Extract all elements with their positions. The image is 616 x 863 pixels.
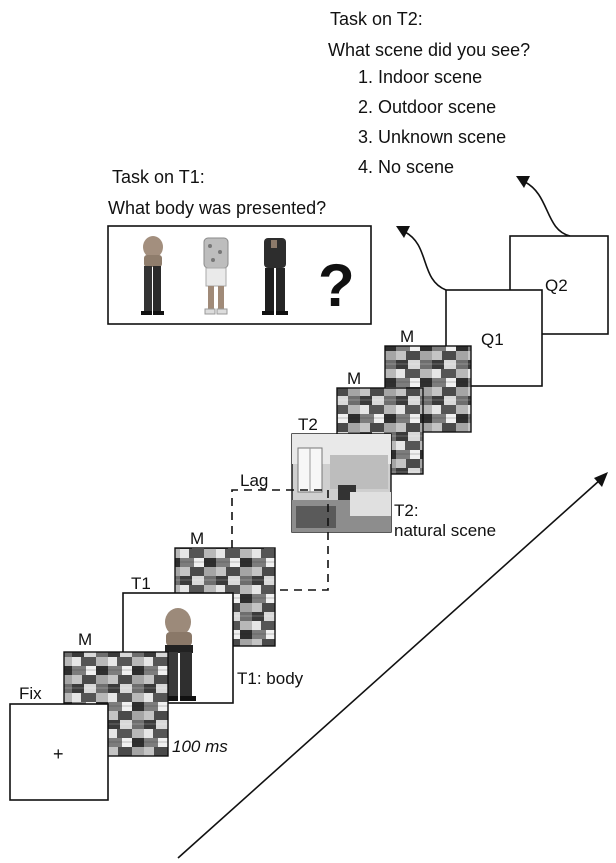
body-option-1-icon xyxy=(141,236,164,315)
time-arrow xyxy=(177,472,608,859)
task-t2-option-4: 4. No scene xyxy=(358,157,454,177)
task-t2-option-3: 3. Unknown scene xyxy=(358,127,506,147)
task-t2-option-1: 1. Indoor scene xyxy=(358,67,482,87)
body-option-2-icon xyxy=(203,237,229,315)
frame-mask1-label: M xyxy=(78,630,92,649)
lag-placeholder xyxy=(231,489,329,591)
task-t2-question: What scene did you see? xyxy=(328,40,530,60)
arrow-q1-to-task1 xyxy=(396,226,447,291)
unknown-body-mark: ? xyxy=(318,252,355,319)
frame-mask2-label: M xyxy=(190,529,204,548)
fixation-cross: + xyxy=(53,744,64,764)
frame-t1-label: T1 xyxy=(131,574,151,593)
frame-t1-caption: T1: body xyxy=(237,669,304,688)
frame-mask4-label: M xyxy=(400,327,414,346)
frame-fix xyxy=(9,703,109,801)
task-t1-heading: Task on T1: xyxy=(112,167,205,187)
frame-fix-label: Fix xyxy=(19,684,42,703)
body-option-3-icon xyxy=(262,238,288,315)
frame-t2-scene xyxy=(291,433,392,533)
arrow-q2-to-task2 xyxy=(516,176,571,237)
frame-q2-label: Q2 xyxy=(545,276,568,295)
frame-t2-caption-line2: natural scene xyxy=(394,521,496,540)
duration-label: 100 ms xyxy=(172,737,228,756)
task-t2-option-2: 2. Outdoor scene xyxy=(358,97,496,117)
frame-t2-caption-line1: T2: xyxy=(394,501,419,520)
frame-t2-label: T2 xyxy=(298,415,318,434)
task-t1-question: What body was presented? xyxy=(108,198,326,218)
frame-mask3-label: M xyxy=(347,369,361,388)
frame-q1-label: Q1 xyxy=(481,330,504,349)
body-choices-panel: ? xyxy=(107,225,372,325)
task-t2-heading: Task on T2: xyxy=(330,9,423,29)
body-figure-icon xyxy=(162,608,196,701)
lag-label: Lag xyxy=(240,471,268,490)
